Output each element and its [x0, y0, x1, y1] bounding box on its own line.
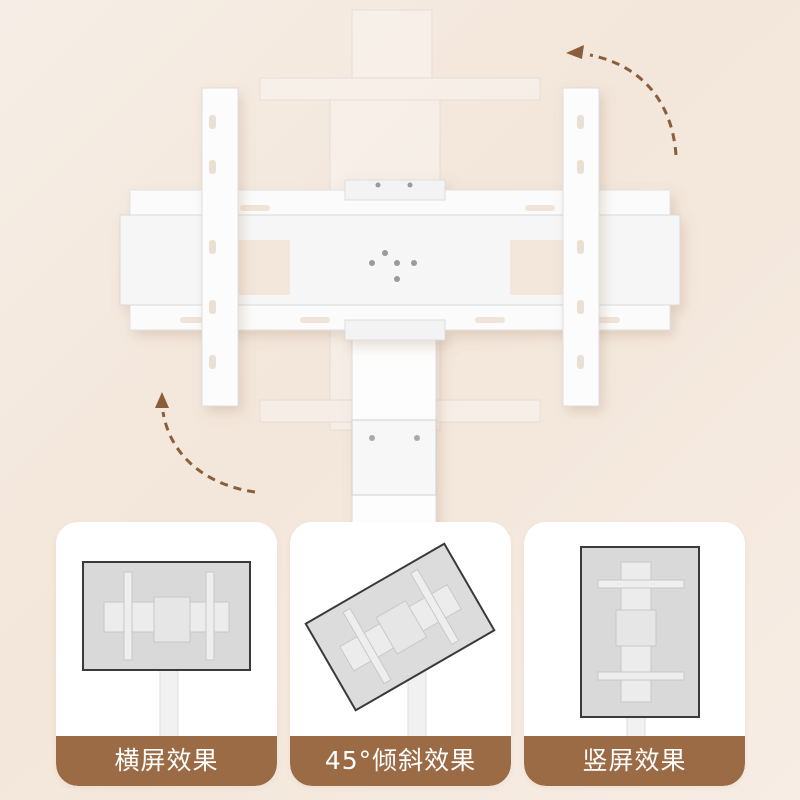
bracket-hero-illustration [119, 9, 681, 531]
card-portrait: 竖屏效果 [524, 522, 745, 786]
card-label-landscape: 横屏效果 [56, 736, 277, 786]
card-label-portrait: 竖屏效果 [524, 736, 745, 786]
tv-bracket-illustration [119, 9, 681, 531]
tilted-tv-icon [304, 542, 496, 753]
portrait-tv-icon [580, 546, 700, 758]
card-tilted: 45°倾斜效果 [290, 522, 511, 786]
rotate-arrow-top-right-icon [566, 45, 678, 156]
rotate-arrow-bottom-left-icon [155, 392, 256, 494]
landscape-tv-icon [82, 561, 251, 753]
card-label-tilted: 45°倾斜效果 [290, 736, 511, 786]
card-landscape: 横屏效果 [56, 522, 277, 786]
